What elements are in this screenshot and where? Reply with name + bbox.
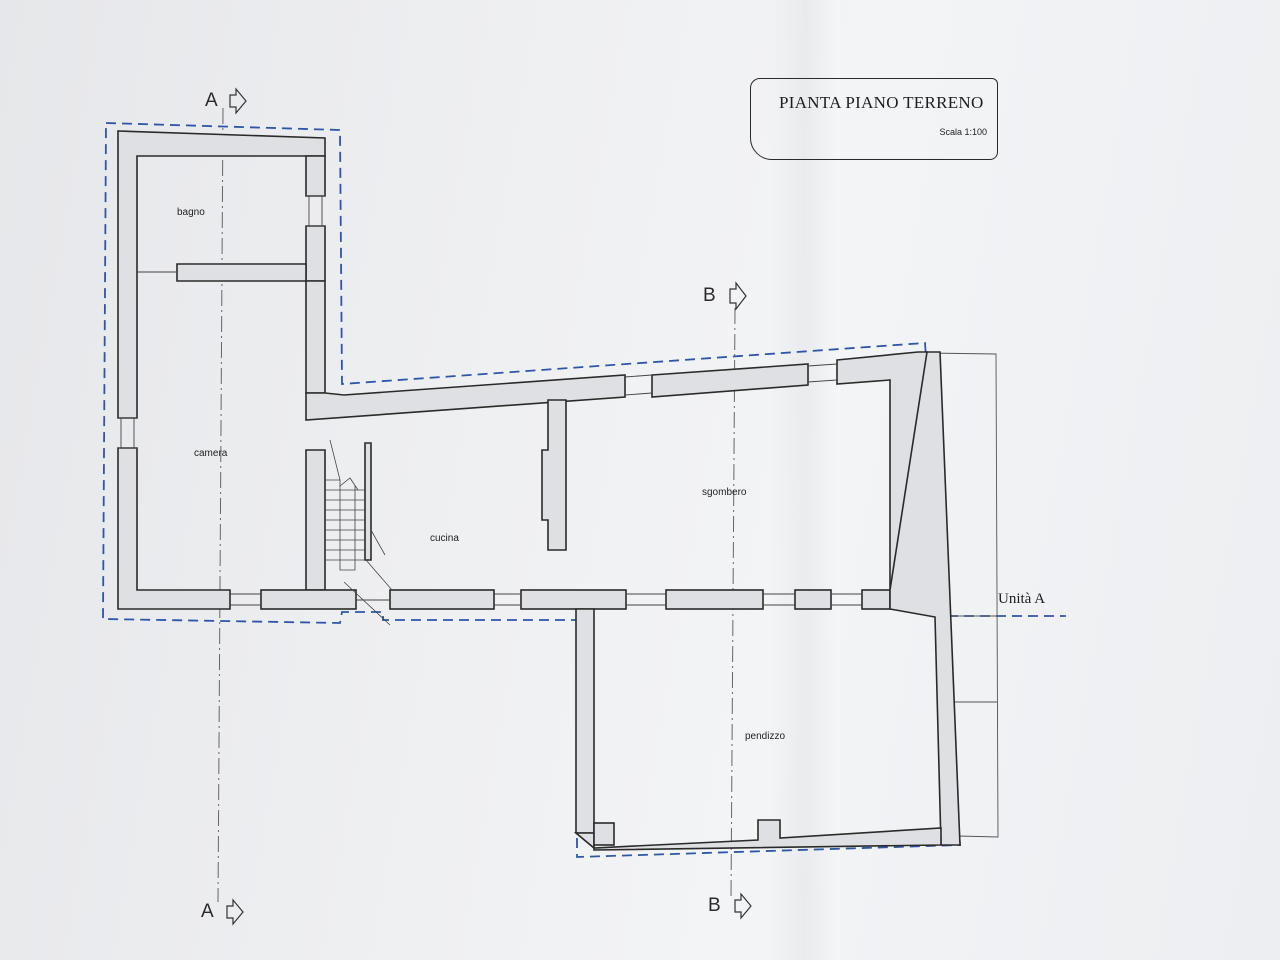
arrow-b-bottom: [734, 892, 752, 920]
wall-south-segment-3: [520, 589, 627, 610]
wall-north-central: [305, 374, 626, 421]
room-label-camera: camera: [194, 448, 228, 459]
wall-west-lower: [117, 447, 231, 610]
wall-bagno-east: [305, 225, 326, 282]
wall-camera-east-low: [305, 449, 326, 591]
section-arrows: [226, 87, 752, 926]
wall-south-segment-4: [665, 589, 764, 610]
wall-north-mid: [651, 363, 809, 398]
wall-camera-east: [305, 280, 326, 394]
plan-title: PIANTA PIANO TERRENO: [779, 93, 984, 112]
paper-fold: [770, 0, 840, 960]
wall-bagno-partition: [176, 263, 307, 282]
room-label-sgombero: sgombero: [702, 487, 747, 498]
arrow-b-top: [729, 281, 747, 311]
openings: [118, 195, 862, 606]
unit-label: Unità A: [998, 591, 1046, 607]
annex-outline: [924, 352, 999, 838]
section-axis-a: [217, 107, 224, 903]
wall-south-segment-1: [260, 589, 357, 610]
room-label-cucina: cucina: [430, 533, 459, 544]
arrow-a-bottom: [226, 898, 244, 926]
pillars: [593, 822, 615, 846]
wall-pendizzo-west: [575, 608, 595, 834]
wall-north-east: [305, 155, 326, 197]
section-label-b-bottom: B: [708, 895, 721, 916]
staircase: [325, 439, 393, 626]
wall-south-segment-2: [389, 589, 495, 610]
pillar-sw: [593, 822, 615, 846]
wall-stair-side: [364, 442, 372, 561]
room-label-bagno: bagno: [177, 207, 205, 218]
wall-pendizzo-south: [573, 819, 942, 851]
wall-pendizzo-east: [889, 351, 961, 846]
section-label-b-top: B: [703, 285, 716, 306]
scale-label: Scala 1:100: [939, 127, 987, 137]
room-label-pendizzo: pendizzo: [745, 731, 786, 742]
arrow-a-top: [229, 87, 247, 115]
walls: [117, 130, 961, 851]
wall-south-segment-5: [794, 589, 832, 610]
title-block: PIANTA PIANO TERRENO Scala 1:100: [750, 78, 998, 160]
wall-south-segment-6: [861, 589, 891, 610]
wall-cucina-sgombero: [541, 399, 567, 551]
section-label-a-bottom: A: [201, 901, 214, 922]
section-label-a-top: A: [205, 90, 218, 111]
